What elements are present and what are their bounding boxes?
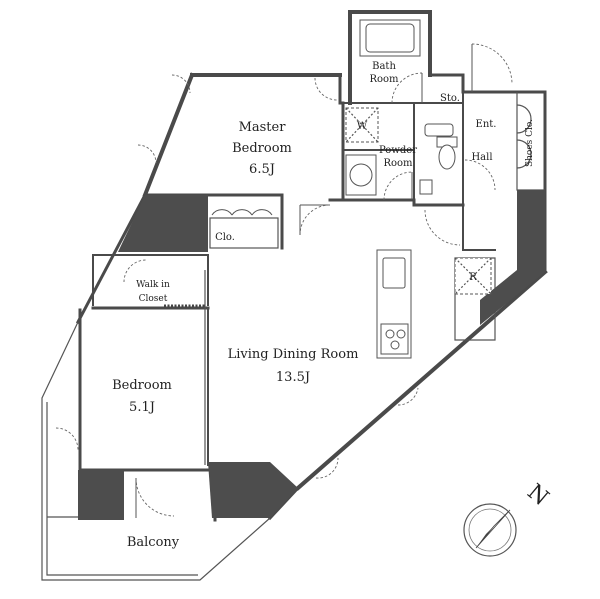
closet-box	[209, 217, 279, 249]
master-bedroom-label-2: Bedroom	[232, 141, 292, 156]
kitchen-sink	[382, 257, 406, 289]
refrigerator-label: R	[469, 272, 477, 283]
room-labels: Master Bedroom 6.5J Bath Room Sto. Ent. …	[112, 61, 535, 550]
bath-room-label-2: Room	[369, 74, 399, 85]
walk-in-closet-label-1: Walk in	[136, 280, 170, 290]
master-bedroom-size: 6.5J	[249, 162, 275, 177]
compass-north-label: N	[522, 480, 553, 512]
doors	[55, 43, 513, 518]
living-dining-size: 13.5J	[276, 370, 310, 385]
compass: N	[463, 480, 553, 557]
washer-space	[345, 107, 379, 143]
bedroom-size: 5.1J	[129, 400, 155, 415]
storage-label: Sto.	[440, 93, 460, 104]
column-balcony-left	[78, 470, 124, 520]
column-living-bottom	[208, 462, 298, 518]
living-dining-label: Living Dining Room	[228, 347, 359, 362]
stove	[380, 323, 409, 355]
bedroom-label: Bedroom	[112, 378, 172, 393]
powder-room-label-2: Room	[383, 158, 413, 169]
structural-columns	[78, 190, 545, 520]
balcony-label: Balcony	[127, 535, 180, 550]
entrance-label: Ent.	[476, 119, 497, 130]
washer-label: W	[357, 121, 368, 132]
walk-in-closet-label-2: Closet	[139, 294, 168, 304]
powder-room-label-1: Powder	[379, 145, 417, 156]
hall-label: Hall	[471, 152, 492, 163]
toilet-bowl	[438, 144, 456, 170]
bath-room-label-1: Bath	[372, 61, 396, 72]
column-top-left	[118, 195, 208, 252]
master-bedroom-label-1: Master	[239, 120, 287, 135]
column-right	[480, 190, 545, 325]
shoes-closet-label: Shoes Clo.	[525, 119, 535, 167]
compass-ring	[463, 503, 517, 557]
closet-label: Clo.	[215, 232, 235, 243]
fixtures	[164, 19, 532, 359]
